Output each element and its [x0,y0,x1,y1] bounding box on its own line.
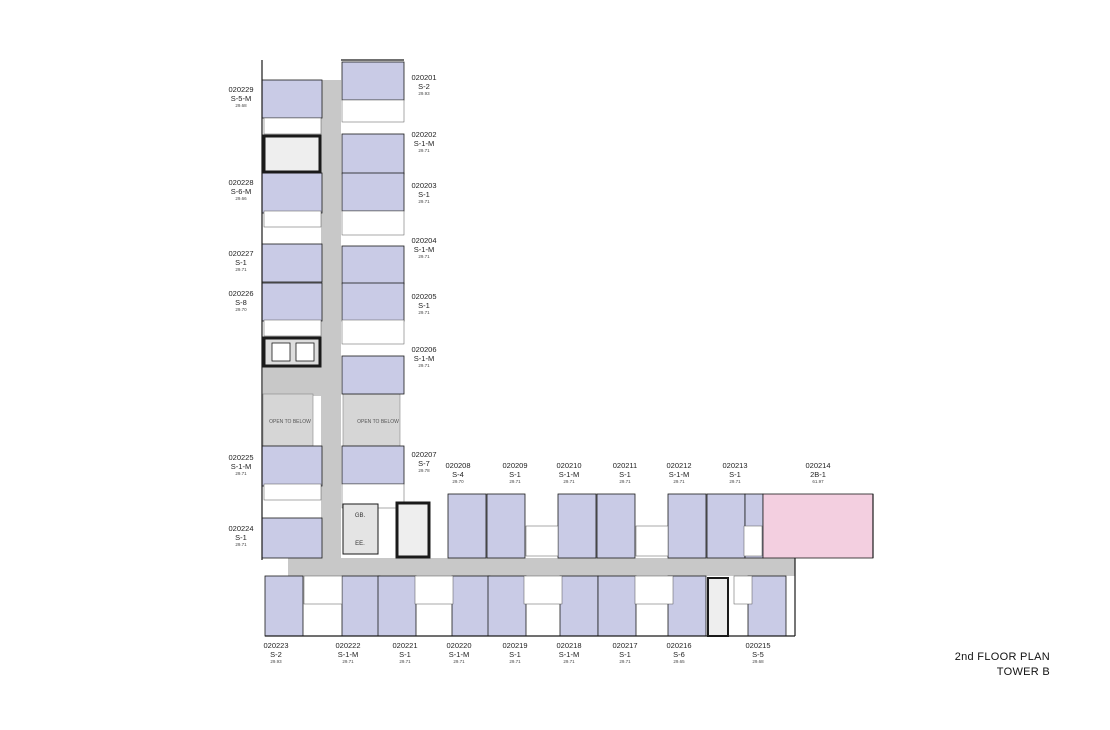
bathroom-zone [743,525,763,557]
unit-block [261,445,323,487]
unit-block [261,172,323,214]
unit-block [341,282,405,322]
unit-block [341,575,381,637]
bathroom-zone [341,99,405,123]
corridors [262,80,795,576]
vertical-corridor [321,80,341,560]
unit-block [451,575,491,637]
unit-block [341,355,405,395]
bathroom-zone [414,575,454,605]
unit-blocks [261,61,874,637]
stair-core-top [262,134,322,174]
unit-block [341,172,405,212]
bathroom-zone [263,483,322,501]
unit-block [486,493,526,559]
elevator-car [271,342,291,362]
unit-block [667,493,707,559]
bathroom-zone [635,525,669,557]
open-to-below-left-area [262,393,314,447]
open-to-below-right-area [342,393,401,447]
open-to-below-left: OPEN TO BELOW [269,419,311,425]
unit-block [341,445,405,485]
unit-block [261,243,323,283]
unit-block [341,133,405,175]
bathroom-zone [263,117,322,135]
unit-block [447,493,487,559]
unit-block [264,575,304,637]
plan-title-block: 2nd FLOOR PLAN TOWER B [900,650,1050,680]
room-ee-label: EE. [355,541,365,547]
elevator-car [295,342,315,362]
horizontal-corridor [288,558,795,576]
unit-block [667,575,707,637]
bathroom-zone [525,525,559,557]
bathroom-zone [523,575,563,605]
lobby-area [263,366,341,396]
unit-block [341,245,405,285]
stair-core-east [707,577,729,637]
unit-block [261,282,323,322]
bathroom-zone [341,319,405,345]
unit-block [557,493,597,559]
unit-block [487,575,527,637]
bathroom-zone [263,210,322,228]
bathroom-zone [733,575,753,605]
building-core [262,134,729,637]
unit-block [706,493,746,559]
unit-block [261,517,323,559]
bathroom-zone [263,319,322,337]
unit-block [596,493,636,559]
unit-block [261,79,323,119]
unit-block [559,575,599,637]
room-gb-label: GB. [355,513,366,519]
open-to-below-right: OPEN TO BELOW [357,419,399,425]
unit-block [377,575,417,637]
service-rooms [342,503,379,555]
wall-lines [261,59,874,637]
unit-block [597,575,637,637]
unit-block-2b [762,493,874,559]
plan-subtitle: TOWER B [996,666,1050,678]
bathroom-zone [634,575,674,605]
plan-title: 2nd FLOOR PLAN [954,651,1050,663]
bathroom-zone [303,575,343,605]
stair-core-bottom [395,501,431,559]
bathroom-zone [341,210,405,236]
unit-block [747,575,787,637]
